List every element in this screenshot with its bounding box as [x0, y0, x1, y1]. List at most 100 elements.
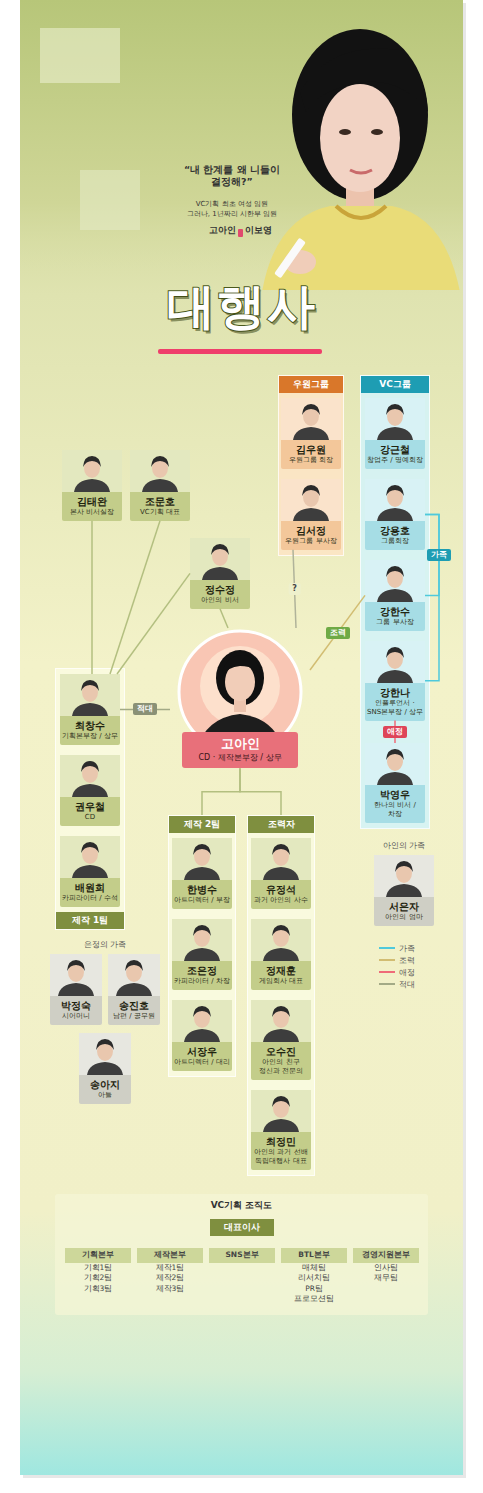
legend-swatch [378, 944, 396, 952]
portrait-photo [172, 838, 232, 880]
eye [339, 129, 351, 135]
shoulders [293, 508, 329, 521]
portrait-photo [365, 479, 425, 521]
group-panel: 제작 2팀한병수아트디렉터 / 부장조은정카피라이터 / 차장서장우아트디렉터 … [168, 815, 236, 1077]
photo-ground [130, 450, 190, 492]
character-card: 송진호남편 / 공무원 [108, 954, 160, 1025]
relation-label: 가족 [427, 549, 451, 561]
group-panel: VC그룹강근철창업주 / 명예회장강용호그룹회장강한수그룹 부사장강한나인플루언… [360, 375, 430, 829]
character-card: 강용호그룹회장 [365, 479, 425, 550]
character-card: 박영우한나의 비서 / 차장 [365, 743, 425, 823]
character-name: 강용호 [367, 522, 423, 537]
portrait-photo [365, 743, 425, 785]
legend-label: 애정 [399, 968, 415, 977]
legend-row: 적대 [378, 978, 415, 990]
hair [81, 842, 99, 853]
division-name: BTL본부 [281, 1248, 347, 1263]
photo-ground [374, 855, 434, 897]
photo-ground [108, 954, 160, 996]
portrait-photo [130, 450, 190, 492]
group-panel: 우원그룹김우원우원그룹 회장김서정우원그룹 부사장 [278, 375, 344, 556]
drama-title: 대행사 [0, 278, 483, 336]
portrait-photo [365, 398, 425, 440]
portrait-photo [374, 855, 434, 897]
portrait-photo [365, 560, 425, 602]
photo-ground [251, 1000, 311, 1042]
character-card: 유정석과거 아인의 사수 [251, 838, 311, 909]
team-name: 기획2팀 [65, 1273, 131, 1284]
character-name: 송진호 [110, 997, 158, 1012]
character-card: 오수진아인의 친구 정신과 전문의 [251, 1000, 311, 1080]
lips [350, 170, 372, 173]
team-name: 제작3팀 [137, 1284, 203, 1295]
team-name: 프로모션팀 [281, 1294, 347, 1305]
legend-line [379, 959, 395, 961]
team-heading: 제작 1팀 [56, 912, 124, 929]
org-chart-title: VC기획 조직도 [55, 1194, 428, 1211]
group-heading: 조력자 [248, 816, 314, 833]
team-panel: 제작 1팀최창수기획본부장 / 상무권우철CD배원희카피라이터 / 수석 [55, 668, 125, 930]
character-name: 오수진 [253, 1043, 309, 1058]
portrait-photo [251, 919, 311, 961]
character-role: VC기획 대표 [132, 508, 188, 517]
character-role: 그룹회장 [367, 537, 423, 546]
photo-ground [365, 641, 425, 683]
legend-line [379, 983, 395, 985]
photo-ground [172, 1000, 232, 1042]
hair [386, 566, 404, 577]
photo-ground [251, 1090, 311, 1132]
hair [272, 1006, 290, 1017]
shoulders [58, 983, 94, 996]
group-heading: 제작 2팀 [169, 816, 235, 833]
character-name: 조문호 [132, 493, 188, 508]
team-name: 인사팀 [353, 1263, 419, 1274]
protagonist-name: 고아인 [182, 732, 298, 752]
shoulders [377, 670, 413, 683]
legend-row: 애정 [378, 966, 415, 978]
character-role: 게임회사 대표 [253, 977, 309, 986]
team-name: PR팀 [281, 1284, 347, 1295]
character-role: 창업주 / 명예회장 [367, 456, 423, 465]
division-name: SNS본부 [209, 1248, 275, 1263]
hair [67, 960, 85, 971]
hair-fringe [300, 48, 428, 112]
character-card: 한병수아트디렉터 / 부장 [172, 838, 232, 909]
hair [302, 404, 320, 415]
hair [216, 650, 264, 706]
hair [81, 680, 99, 691]
glass-pane [40, 28, 120, 83]
character-role: CD [62, 813, 118, 822]
character-role: 우원그룹 회장 [283, 456, 339, 465]
group-heading: VC그룹 [361, 376, 429, 393]
hair [151, 456, 169, 467]
hair [193, 925, 211, 936]
division-column: BTL본부매체팀리서치팀PR팀프로모션팀 [281, 1248, 347, 1305]
character-role: 그룹 부사장 [367, 618, 423, 627]
relation-line [91, 521, 93, 674]
portrait-photo [251, 1090, 311, 1132]
protagonist-badge: 고아인CD · 제작본부장 / 상무 [170, 628, 310, 768]
poster-ground [20, 0, 463, 1475]
photo-ground [281, 479, 341, 521]
hair [193, 1006, 211, 1017]
character-card: 강한수그룹 부사장 [365, 560, 425, 631]
photo-ground [251, 919, 311, 961]
hair [386, 404, 404, 415]
character-role: 카피라이터 / 수석 [62, 894, 118, 903]
shoulders [377, 508, 413, 521]
portrait-photo [172, 919, 232, 961]
character-role: 과거 아인의 사수 [253, 896, 309, 905]
division-column: SNS본부 [209, 1248, 275, 1263]
team-name: 재무팀 [353, 1273, 419, 1284]
character-card: 조은정카피라이터 / 차장 [172, 919, 232, 990]
character-card: 최정민아인의 과거 선배 독립대행사 대표 [251, 1090, 311, 1170]
shoulders [377, 427, 413, 440]
hair [292, 29, 428, 201]
division-name: 기획본부 [65, 1248, 131, 1263]
character-card: 정재훈게임회사 대표 [251, 919, 311, 990]
photo-ground [62, 450, 122, 492]
title-underline [158, 349, 322, 354]
portrait-photo [281, 479, 341, 521]
portrait-photo [60, 755, 120, 797]
